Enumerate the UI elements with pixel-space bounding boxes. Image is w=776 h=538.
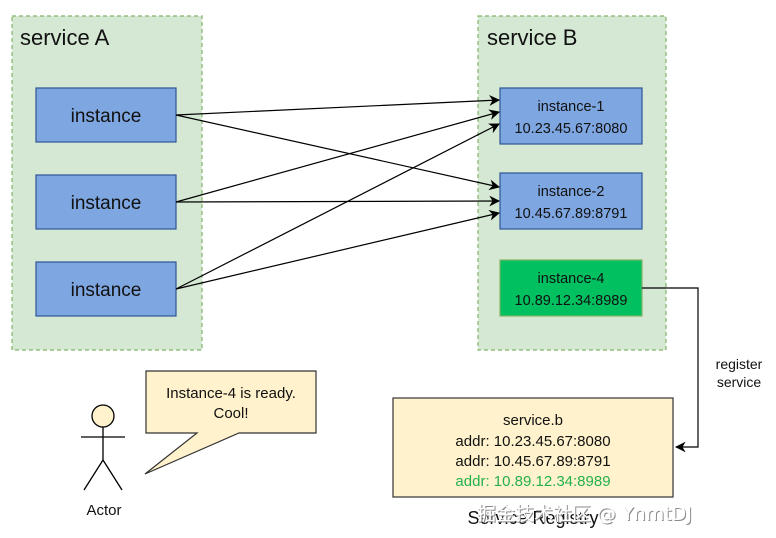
service-b-group: service B instance-1 10.23.45.67:8080 in… (477, 15, 667, 351)
service-a-instance-2 (35, 174, 177, 230)
registry-box (392, 397, 674, 498)
register-label-line2: service (717, 374, 762, 390)
service-b-instance-1-name: instance-1 (538, 99, 605, 115)
service-a-instance-3 (35, 261, 177, 317)
service-b-instance-2-name: instance-2 (538, 184, 605, 200)
service-registry: service.b addr: 10.23.45.67:8080 addr: 1… (392, 397, 674, 528)
watermark: 掘金技术社区 @ YnmtDJ (477, 503, 692, 525)
speech-line-1: Instance-4 is ready. (166, 385, 296, 402)
arrow-a3-b2 (175, 209, 501, 290)
service-a-instance-1 (35, 87, 177, 143)
register-arrow (642, 287, 699, 453)
call-arrows (175, 95, 501, 290)
actor-figure (81, 404, 125, 491)
service-b-instance-1 (499, 87, 643, 145)
registry-title: Service Registry (467, 508, 598, 528)
registry-entry-2: addr: 10.45.67.89:8791 (455, 453, 610, 470)
service-b-instance-4 (499, 259, 643, 317)
registry-entry-3: addr: 10.89.12.34:8989 (455, 473, 610, 490)
service-a-instance-1-label: instance (71, 106, 142, 127)
service-b-title: service B (487, 25, 577, 50)
actor-label: Actor (86, 502, 121, 519)
registry-service-name: service.b (503, 412, 563, 429)
arrow-a2-b1 (175, 109, 501, 203)
register-label-line1: register (716, 356, 763, 372)
service-b-instance-1-addr: 10.23.45.67:8080 (515, 121, 628, 137)
service-a-group: service A instance instance instance (11, 15, 203, 351)
speech-callout (144, 370, 317, 475)
registry-entry-1: addr: 10.23.45.67:8080 (455, 433, 610, 450)
arrow-a1-b1 (175, 95, 501, 116)
arrow-a2-b2 (175, 195, 501, 207)
actor-left-leg (83, 459, 104, 491)
service-a-title: service A (20, 25, 110, 50)
arrow-a3-b1 (175, 123, 500, 290)
actor-head (91, 404, 115, 428)
arrow-a1-b2 (175, 114, 501, 191)
service-a-instance-3-label: instance (71, 280, 142, 301)
speech-line-2: Cool! (213, 405, 248, 422)
service-b-instance-2-addr: 10.45.67.89:8791 (515, 206, 628, 222)
service-b-instance-4-name: instance-4 (538, 271, 605, 287)
service-b-instance-2 (499, 172, 643, 230)
actor-right-leg (102, 459, 123, 491)
watermark-shadow: 掘金技术社区 @ YnmtDJ (478, 504, 693, 526)
service-a-instance-2-label: instance (71, 193, 142, 214)
service-b-instance-4-addr: 10.89.12.34:8989 (515, 293, 628, 309)
